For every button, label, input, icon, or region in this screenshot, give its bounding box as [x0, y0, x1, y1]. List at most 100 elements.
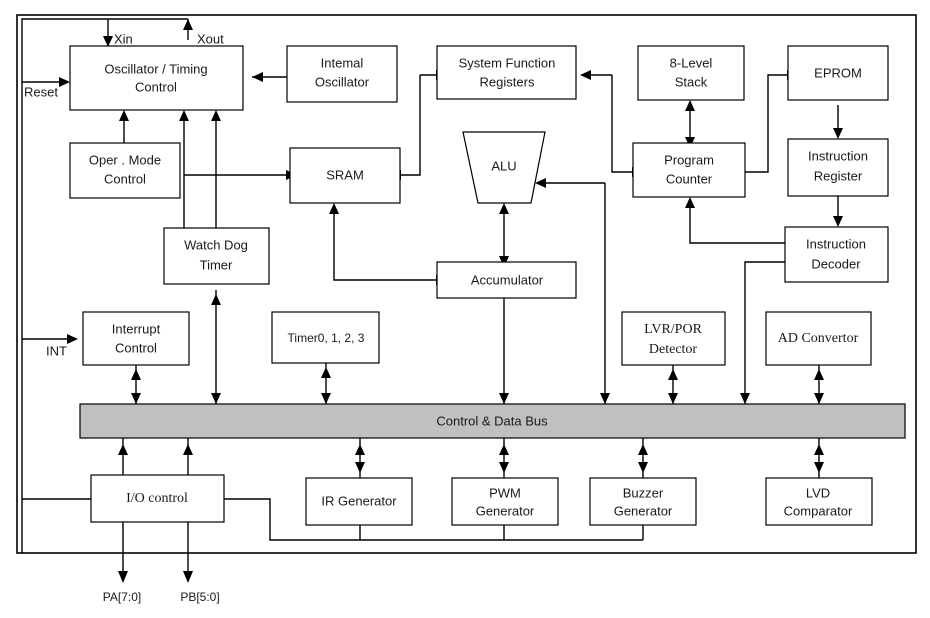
arrow-int-in	[67, 334, 78, 344]
block-internal-oscillator[interactable]: Intemal Oscillator	[286, 45, 398, 103]
arrow-pcrail-to-sfr	[580, 70, 591, 80]
arrow-io-to-bus-up-b	[183, 444, 193, 455]
arrow-adc-to-bus-down	[814, 393, 824, 404]
arrow-pc-to-stack	[685, 100, 695, 111]
block-ad-convertor[interactable]: AD Convertor	[765, 311, 872, 366]
block-program-counter[interactable]: Program Counter	[632, 142, 746, 198]
control-data-bus[interactable]: Control & Data Bus	[79, 403, 906, 439]
arrow-wdt-up	[179, 110, 189, 121]
internal-oscillator-line1: Intemal	[321, 55, 364, 70]
lvr-por-detector-line2: Detector	[649, 342, 698, 357]
lvd-comparator-line2: Comparator	[784, 503, 853, 518]
block-ir-generator[interactable]: IR Generator	[305, 477, 413, 526]
system-function-registers-line1: System Function	[459, 55, 556, 70]
eprom-label: EPROM	[814, 65, 862, 80]
watch-dog-timer-line2: Timer	[200, 257, 233, 272]
arrow-pb-out	[183, 571, 193, 583]
eight-level-stack-line2: Stack	[675, 74, 708, 89]
pwm-generator-line2: Generator	[476, 503, 535, 518]
block-oper-mode-control[interactable]: Oper . Mode Control	[69, 142, 181, 199]
ir-generator-label: IR Generator	[321, 493, 397, 508]
arrow-osc-up-2	[211, 110, 221, 121]
pin-label-xout: Xout	[197, 31, 224, 46]
timers-label: Timer0, 1, 2, 3	[288, 331, 365, 345]
arrow-acc-to-sram	[329, 203, 339, 214]
port-label-pb: PB[5:0]	[180, 590, 219, 604]
block-alu[interactable]: ALU	[462, 131, 546, 204]
arrow-bus-to-ir-down	[355, 462, 365, 473]
arrow-acc-to-bus-down	[499, 393, 509, 404]
arrow-decoder-to-pc	[685, 197, 695, 208]
arrow-lvr-to-bus-down	[668, 393, 678, 404]
block-oscillator-timing-control[interactable]: Oscillator / Timing Control	[69, 45, 244, 111]
arrow-eprom-to-ir	[833, 128, 843, 139]
system-function-registers-line2: Registers	[480, 74, 535, 89]
arrow-bus-to-pwm-down	[499, 462, 509, 473]
block-watch-dog-timer[interactable]: Watch Dog Timer	[163, 227, 270, 285]
arrow-opermode-up	[119, 110, 129, 121]
interrupt-control-line1: Interrupt	[112, 321, 161, 336]
block-system-function-registers[interactable]: System Function Registers	[436, 45, 577, 100]
block-lvd-comparator[interactable]: LVD Comparator	[765, 477, 873, 526]
arrow-decoderrail-to-bus-down	[740, 393, 750, 404]
buzzer-generator-line2: Generator	[614, 503, 673, 518]
sram-label: SRAM	[326, 167, 364, 182]
arrow-ireg-to-decoder	[833, 216, 843, 227]
arrow-bus-to-lvr-up	[668, 369, 678, 380]
block-interrupt-control[interactable]: Interrupt Control	[82, 311, 190, 366]
ad-convertor-label: AD Convertor	[778, 331, 859, 346]
eight-level-stack-line1: 8-Level	[670, 55, 713, 70]
arrow-alurail-to-bus-down	[600, 393, 610, 404]
instruction-register-line2: Register	[814, 168, 863, 183]
program-counter-line2: Counter	[666, 171, 713, 186]
pin-label-reset: Reset	[24, 84, 58, 99]
arrow-buz-to-bus-up	[638, 444, 648, 455]
lvd-comparator-line1: LVD	[806, 485, 830, 500]
arrow-reset-right	[59, 77, 70, 87]
arrow-acc-to-alu	[499, 203, 509, 214]
arrow-intosc-to-osc	[252, 72, 263, 82]
wiring-layer	[21, 18, 839, 578]
block-timers[interactable]: Timer0, 1, 2, 3	[271, 311, 380, 364]
arrow-wdt-to-bus-down	[211, 393, 221, 404]
arrow-timer-to-bus-down	[321, 393, 331, 404]
block-sram[interactable]: SRAM	[289, 147, 401, 204]
pin-label-xin: Xin	[114, 31, 133, 46]
arrow-int-to-bus-down	[131, 393, 141, 404]
oper-mode-control-line1: Oper . Mode	[89, 152, 161, 167]
arrow-pwm-to-bus-up	[499, 444, 509, 455]
chip-boundary-frame	[16, 14, 917, 554]
accumulator-label: Accumulator	[471, 272, 544, 287]
pwm-generator-line1: PWM	[489, 485, 521, 500]
block-eight-level-stack[interactable]: 8-Level Stack	[637, 45, 745, 101]
arrow-bus-to-wdt-up	[211, 294, 221, 305]
arrowheads-layer	[59, 19, 843, 583]
arrow-bus-to-lvd-down	[814, 462, 824, 473]
arrow-bus-to-int-up	[131, 369, 141, 380]
interrupt-control-line2: Control	[115, 340, 157, 355]
buzzer-generator-line1: Buzzer	[623, 485, 664, 500]
control-data-bus-label: Control & Data Bus	[436, 413, 548, 428]
block-accumulator[interactable]: Accumulator	[436, 261, 577, 299]
alu-label: ALU	[491, 158, 516, 173]
oper-mode-control-line2: Control	[104, 171, 146, 186]
instruction-decoder-line2: Decoder	[811, 256, 861, 271]
watch-dog-timer-line1: Watch Dog	[184, 237, 248, 252]
pin-label-int: INT	[46, 343, 67, 358]
oscillator-timing-control-line2: Control	[135, 79, 177, 94]
arrow-bus-to-timer-up	[321, 367, 331, 378]
lvr-por-detector-line1: LVR/POR	[644, 322, 703, 337]
block-instruction-register[interactable]: Instruction Register	[787, 138, 889, 197]
arrow-xout-up	[183, 19, 193, 30]
arrow-xin-down	[103, 36, 113, 47]
block-buzzer-generator[interactable]: Buzzer Generator	[589, 477, 697, 526]
block-instruction-decoder[interactable]: Instruction Decoder	[784, 226, 889, 283]
instruction-register-line1: Instruction	[808, 148, 868, 163]
block-eprom[interactable]: EPROM	[787, 45, 889, 101]
block-lvr-por-detector[interactable]: LVR/POR Detector	[621, 311, 726, 366]
io-control-label: I/O control	[126, 491, 188, 506]
block-pwm-generator[interactable]: PWM Generator	[451, 477, 559, 526]
block-io-control[interactable]: I/O control	[90, 474, 225, 523]
